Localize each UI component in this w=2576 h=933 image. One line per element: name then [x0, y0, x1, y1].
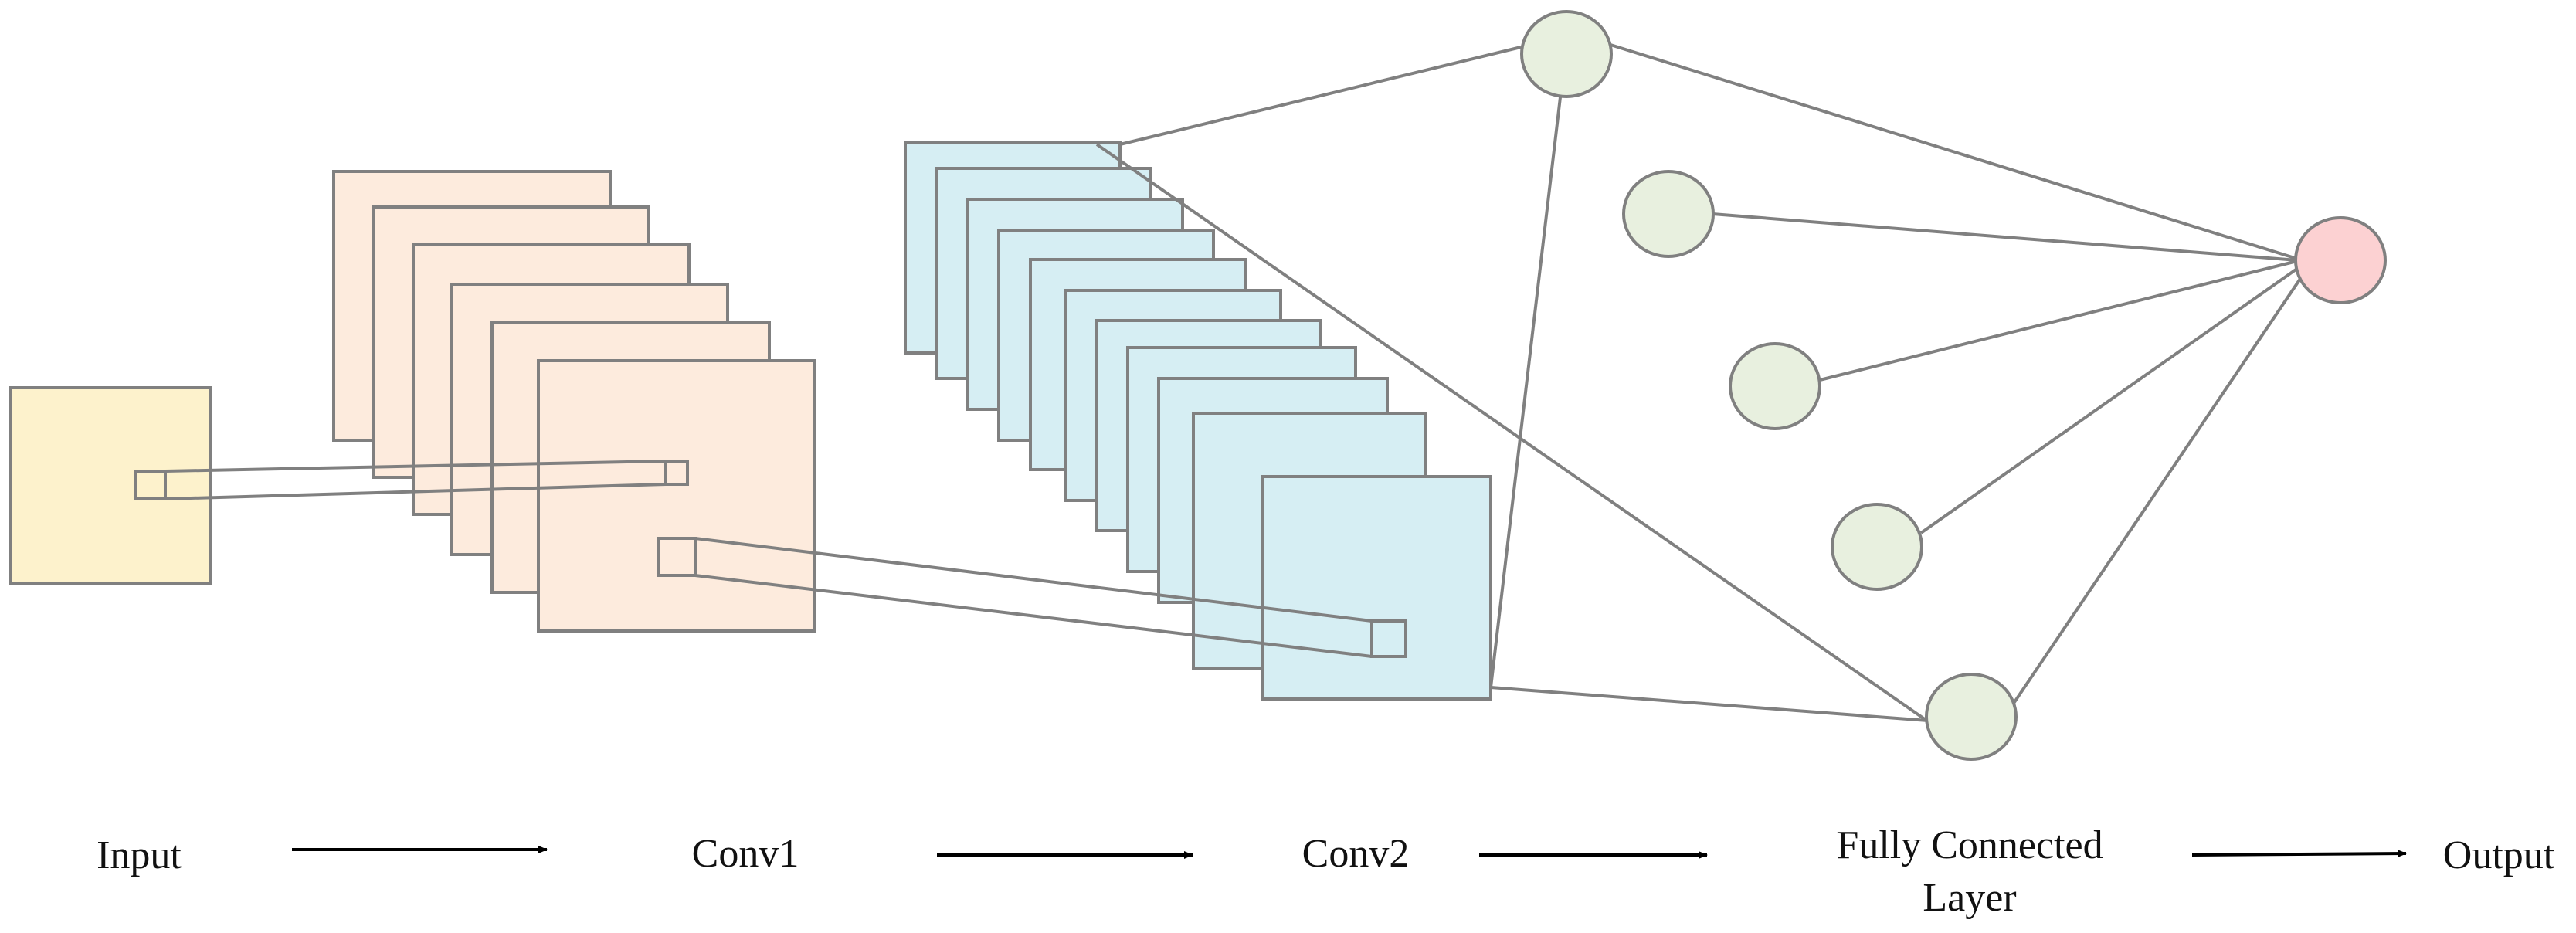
conv2-feature-map	[1261, 475, 1492, 701]
fc-to-output-edge	[2011, 273, 2305, 706]
fully-connected-nodes	[1520, 10, 2387, 761]
conv2-to-fc-edge	[1490, 686, 1929, 722]
input-receptive-field	[134, 470, 167, 500]
conv1-to-conv2-projection-line	[694, 574, 1373, 658]
fc-to-output-edge	[1712, 212, 2298, 262]
conv2-to-fc-edge	[1119, 46, 1522, 146]
conv2-to-fc-edge	[1489, 97, 1562, 688]
conv1-feature-map	[537, 359, 816, 633]
conv1-to-conv2-projection-line	[694, 537, 1373, 623]
conv2-receptive-field	[1370, 619, 1407, 658]
fully-connected-label-line2: Layer	[1923, 876, 2017, 920]
conv1-label: Conv1	[691, 832, 799, 876]
fully-connected-edges	[1095, 43, 2305, 723]
fully-connected-node	[1520, 10, 1613, 98]
conv2-feature-maps	[694, 141, 1492, 701]
conv1-feature-maps	[165, 170, 816, 633]
input-image	[9, 386, 212, 585]
input-to-conv1-projection-line	[165, 460, 667, 473]
input-label: Input	[97, 833, 182, 877]
conv1-receptive-field	[657, 537, 697, 577]
fc-to-output-edge	[1819, 260, 2298, 382]
conv1-kernel-window	[664, 460, 689, 486]
fully-connected-node	[1622, 170, 1715, 258]
input-to-conv1-projection-line	[165, 483, 667, 500]
conv2-to-fc-edge	[1095, 143, 1929, 723]
fully-connected-node	[1925, 673, 2018, 761]
conv2-label: Conv2	[1302, 832, 1410, 876]
flow-arrows	[292, 846, 2407, 859]
output-node	[2294, 216, 2387, 304]
fc-to-output-edge	[1610, 43, 2298, 260]
input-layer	[9, 386, 212, 585]
fully-connected-node	[1831, 503, 1923, 591]
flow-arrow	[2191, 850, 2407, 858]
fully-connected-node	[1729, 342, 1821, 430]
fc-to-output-edge	[1919, 265, 2302, 534]
fully-connected-label-line1: Fully Connected	[1836, 823, 2103, 867]
output-label: Output	[2442, 833, 2555, 877]
